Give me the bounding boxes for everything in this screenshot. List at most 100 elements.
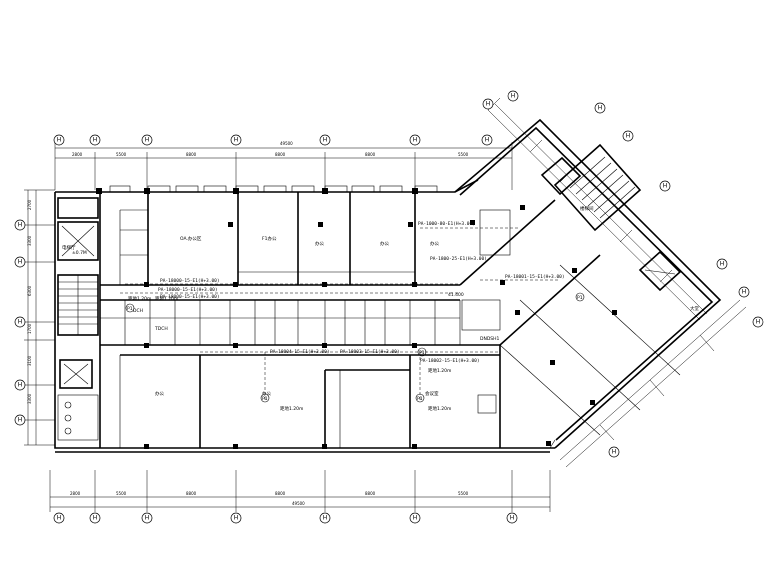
room-label-stair-east: 楼梯间 [580,205,594,212]
svg-text:H: H [18,319,23,326]
svg-text:H: H [413,137,418,144]
axis-bubble: H [14,219,26,231]
svg-text:H: H [323,515,328,522]
pipe-label-5: PA-18004-15-E1(H+3.00) [270,349,330,355]
left-dim-1: 2700 [27,199,32,210]
pipe-label-2: PA-18000-15-E1(H+3.00) [160,278,220,284]
svg-text:H: H [486,101,491,108]
svg-text:H: H [510,515,515,522]
tag-p-4: P1 [419,350,425,356]
axis-bubble: H [53,134,65,146]
axis-bubble: H [481,134,493,146]
pipe-label-8: PA-18001-15-E1(H+3.00) [505,274,565,280]
axis-bubble: H [594,102,606,114]
height-note-3: 距地1.20m [428,405,451,412]
svg-text:H: H [511,93,516,100]
pipe-label-7: PA-18002-15-E1(H+3.00) [420,358,480,364]
room-label-tdch: TDCH [154,326,168,332]
axis-bubble: H [716,258,728,270]
pipe-label-3: PA-18000-15-E1(H+3.00) [158,287,218,293]
tag-p-1: P1 [127,306,133,312]
bottom-overall-dimension: 49500 [292,501,305,506]
svg-text:H: H [57,515,62,522]
axis-bubble: H [738,286,750,298]
axis-bubble: H [141,512,153,524]
left-dimension-chain: 2700 3300 6300 1700 3100 3300 [24,189,55,446]
bottom-edge-detail [510,439,556,449]
left-dim-2: 3300 [27,235,32,246]
height-note-2: 距地1.20m [280,405,303,412]
axis-bubble: H [608,446,620,458]
stair-treads-east [569,156,636,219]
bottom-dim-1: 2800 [70,491,81,496]
bottom-dim-3: 8800 [186,491,197,496]
top-dim-2: 5500 [116,152,127,157]
left-axis-bubbles: H H H H H [14,219,26,426]
tag-p-2: P1 [262,396,268,402]
diagonal-dimension-chain-lower [559,299,747,468]
axis-bubble: H [141,134,153,146]
svg-text:H: H [18,382,23,389]
pipe-label-4: PA-18000-15-E1(H+3.00) [160,294,220,300]
svg-text:H: H [413,515,418,522]
svg-text:H: H [598,105,603,112]
svg-text:H: H [145,515,150,522]
svg-text:H: H [485,137,490,144]
bottom-dim-4: 8800 [275,491,286,496]
left-dim-5: 3100 [27,355,32,366]
pipe-annotations: PA-1000-80-E1(H+3.00) PA-18000-15-E1(H+3… [120,221,565,400]
room-label-oa: OA.办公区 [180,235,202,242]
axis-bubble: H [230,134,242,146]
top-overall-dimension: 49500 [280,141,293,146]
svg-text:H: H [626,133,631,140]
svg-text:H: H [323,137,328,144]
svg-text:H: H [234,137,239,144]
svg-text:H: H [57,137,62,144]
svg-text:H: H [612,449,617,456]
axis-bubble: H [507,90,519,102]
axis-bubble: H [409,512,421,524]
top-dim-3: 8800 [186,152,197,157]
svg-text:H: H [234,515,239,522]
axis-bubble: H [89,134,101,146]
axis-bubble: H [89,512,101,524]
svg-text:H: H [663,183,668,190]
top-dim-1: 2800 [72,152,83,157]
left-core: 电梯厅 ±0.7M [57,197,99,441]
main-building-block [54,179,555,453]
diagonal-axis-bubbles: H H H H H H H H H [482,90,764,458]
svg-text:H: H [18,222,23,229]
room-label-d: 办公 [430,240,439,247]
tag-p-5: P1 [577,295,583,301]
room-label-dist: DNDSH1 [480,336,500,342]
svg-text:H: H [93,137,98,144]
axis-bubble: H [14,414,26,426]
svg-text:H: H [756,319,761,326]
axis-bubble: H [622,130,634,142]
svg-text:H: H [145,137,150,144]
svg-text:H: H [18,417,23,424]
top-dim-6: 5500 [458,152,469,157]
svg-text:H: H [742,289,747,296]
height-note-5: 距地1.20m [155,295,178,302]
axis-bubble: H [53,512,65,524]
room-label-a: F1办公 [262,235,277,242]
axis-bubble: H [319,512,331,524]
pipe-label-9: PA-1800-25-E1(H+3.00) [430,256,487,262]
svg-text:H: H [93,515,98,522]
room-label-c: 办公 [380,240,389,247]
elevator-level-note: ±0.7M [72,250,87,256]
height-note-1: 距地1.20m [128,295,151,302]
room-label-large-right: 会议室 [425,390,439,397]
axis-bubble: H [409,134,421,146]
diagonal-dimension-chain-upper [487,97,708,321]
axis-bubble: H [659,180,671,192]
bottom-axis-bubbles: H H H H H H H [53,512,518,524]
angled-east-wing [454,118,722,449]
stair-treads [58,281,98,325]
equipment-tags: P1 P1 P1 P1 P1 距地1.20m 距地1.20m 距地1.20m 距… [125,292,585,412]
room-label-large-mid: 办公 [262,390,271,397]
top-dimension-chain: 49500 2800 5500 8800 8800 8800 5500 [54,141,513,190]
axis-bubble: H [319,134,331,146]
axis-bubble: H [230,512,242,524]
